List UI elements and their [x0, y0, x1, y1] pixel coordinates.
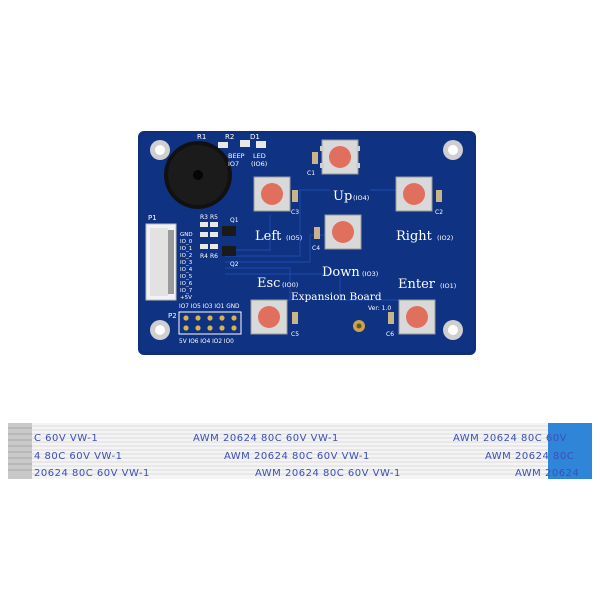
p1-pin: IO_6 [180, 281, 193, 287]
transistor-cluster [200, 222, 236, 256]
label-right: Right [396, 229, 433, 244]
cable-contacts-left [8, 423, 32, 479]
label-r2: R2 [225, 133, 234, 141]
label-enter-io: (IO1) [440, 282, 456, 290]
p1-pin: IO_2 [180, 253, 192, 259]
mounting-holes [150, 140, 463, 340]
cable-print: AWM 20624 80C [485, 451, 574, 462]
label-c3: C3 [291, 209, 299, 216]
label-beep: BEEP [228, 152, 245, 160]
label-esc: Esc [257, 276, 280, 291]
board-version: Ver: 1.0 [368, 305, 391, 312]
p2-bottom-labels: 5V IO6 IO4 IO2 IO0 [179, 339, 234, 345]
p1-pin: IO_7 [180, 288, 193, 294]
cable-print: AWM 20624 80C 60V VW-1 [224, 451, 370, 462]
label-c6: C6 [386, 331, 394, 338]
r2-resistor [240, 140, 250, 147]
label-left: Left [255, 229, 282, 244]
label-p2: P2 [168, 312, 177, 320]
enter-button-cap [406, 306, 428, 328]
p1-pin: IO_1 [180, 246, 192, 252]
label-up: Up [333, 189, 352, 204]
board-title: Expansion Board [291, 291, 382, 303]
label-c4: C4 [312, 245, 320, 252]
cable-print: AWM 20624 80C 60V [453, 433, 567, 444]
label-r3: R3 [200, 214, 208, 221]
p2-pin-header [178, 311, 242, 335]
p1-pin: IO_4 [180, 267, 193, 273]
button-esc [250, 299, 288, 335]
capacitors [292, 152, 442, 324]
label-down-io: (IO3) [362, 270, 378, 278]
cable-print: AWM 20624 [515, 468, 579, 479]
q1-transistor [222, 226, 236, 236]
cable-print: 20624 80C 60V VW-1 [34, 468, 150, 479]
cable-print: C 60V VW-1 [34, 433, 98, 444]
label-esc-io: (IO0) [282, 281, 298, 289]
p1-fpc-connector [145, 223, 177, 301]
button-up [320, 139, 360, 175]
button-enter [398, 299, 436, 335]
down-button-cap [332, 221, 354, 243]
label-r5: R5 [210, 214, 218, 221]
label-right-io: (IO2) [437, 234, 453, 242]
cable-conductors [8, 425, 592, 475]
label-d1: D1 [250, 133, 260, 141]
p2-top-labels: IO7 IO5 IO3 IO1 GND [179, 304, 240, 310]
ffc-ribbon-cable: C 60V VW-1 AWM 20624 80C 60V VW-1 AWM 20… [8, 423, 592, 479]
r1-resistor [218, 142, 228, 148]
p1-pin-labels: GND IO_0 IO_1 IO_2 IO_3 IO_4 IO_5 IO_6 I… [180, 232, 193, 301]
right-button-cap [403, 183, 425, 205]
cable-print: AWM 20624 80C 60V VW-1 [193, 433, 339, 444]
label-r1: R1 [197, 133, 206, 141]
d1-led [256, 141, 266, 148]
p1-pin: GND [180, 232, 193, 238]
label-io6: (IO6) [251, 160, 267, 168]
label-p1: P1 [148, 214, 157, 222]
label-c5: C5 [291, 331, 299, 338]
p1-pin: IO_3 [180, 260, 193, 266]
left-button-cap [261, 183, 283, 205]
label-led: LED [253, 152, 266, 160]
label-io7: IO7 [228, 160, 239, 168]
button-left [253, 176, 291, 212]
button-down [324, 214, 362, 250]
label-r4: R4 [200, 253, 208, 260]
label-up-io: (IO4) [353, 194, 369, 202]
p1-pin: IO_5 [180, 274, 193, 280]
label-c1: C1 [307, 170, 315, 177]
label-left-io: (IO5) [286, 234, 302, 242]
cable-print: AWM 20624 80C 60V VW-1 [255, 468, 401, 479]
q2-transistor [222, 246, 236, 256]
cable-blue-stiffener [548, 423, 592, 479]
label-c2: C2 [435, 209, 443, 216]
up-button-cap [329, 146, 351, 168]
buzzer [164, 141, 232, 209]
label-q1: Q1 [230, 217, 239, 224]
label-enter: Enter [398, 277, 436, 292]
label-down: Down [322, 265, 360, 280]
button-right [395, 176, 433, 212]
esc-button-cap [258, 306, 280, 328]
cable-print: 4 80C 60V VW-1 [34, 451, 122, 462]
label-q2: Q2 [230, 261, 239, 268]
p1-pin: +5V [180, 295, 192, 301]
expansion-board: R1 R2 D1 BEEP IO7 LED (IO6) P1 GND IO_0 … [138, 131, 476, 355]
label-r6: R6 [210, 253, 218, 260]
p1-pin: IO_0 [180, 239, 193, 245]
